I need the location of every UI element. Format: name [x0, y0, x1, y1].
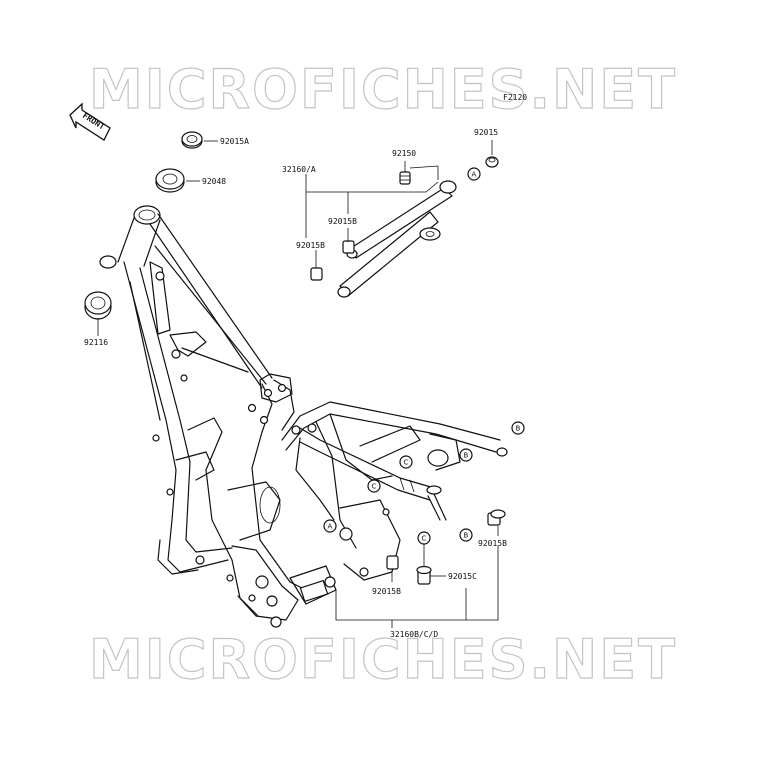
svg-text:B: B [464, 452, 469, 460]
svg-text:A: A [472, 171, 477, 179]
collar-92015B-lower[interactable] [310, 267, 323, 281]
label-92150: 92150 [392, 149, 416, 158]
front-arrow-icon: FRONT [69, 102, 111, 141]
ref-a-left: A [323, 519, 337, 533]
main-frame [99, 205, 337, 628]
label-32160A: 32160/A [282, 165, 316, 174]
diagram-code: F2120 [503, 93, 527, 102]
label-32160BCD: 32160B/C/D [390, 630, 438, 639]
label-92015: 92015 [474, 128, 498, 137]
label-92015B-right: 92015B [478, 539, 507, 548]
svg-text:A: A [328, 523, 333, 531]
label-92015A: 92015A [220, 137, 249, 146]
ref-c-middle: C [367, 479, 381, 493]
label-92116: 92116 [84, 338, 108, 347]
label-92015C: 92015C [448, 572, 477, 581]
ref-b-lower: B [459, 528, 473, 542]
bolt-92150[interactable] [399, 171, 411, 185]
collar-92015C[interactable] [416, 565, 432, 585]
svg-text:C: C [422, 535, 427, 543]
ref-b-mid: B [459, 448, 473, 462]
svg-text:C: C [404, 459, 409, 467]
svg-text:B: B [464, 532, 469, 540]
label-92015B-left: 92015B [296, 241, 325, 250]
watermark-top: MICROFICHES.NET [88, 57, 677, 121]
collar-92015B-center[interactable] [386, 555, 399, 570]
collar-92015B-upper[interactable] [342, 240, 355, 254]
label-92048: 92048 [202, 177, 226, 186]
watermark-bottom: MICROFICHES.NET [88, 627, 677, 691]
ref-b-far-right: B [511, 421, 525, 435]
ref-c-upper: C [399, 455, 413, 469]
label-92015B-upper: 92015B [328, 217, 357, 226]
ref-a-top: A [467, 167, 481, 181]
nut-92015[interactable] [485, 156, 499, 168]
svg-text:B: B [516, 425, 521, 433]
upper-brace-32160A[interactable] [337, 180, 457, 298]
seal-92048[interactable] [155, 168, 185, 193]
nut-92015A[interactable] [181, 131, 203, 149]
ref-c-lower: C [417, 531, 431, 545]
bearing-92116[interactable] [84, 291, 112, 320]
svg-text:C: C [372, 483, 377, 491]
label-92015B-center: 92015B [372, 587, 401, 596]
collar-92015B-right[interactable] [487, 509, 506, 526]
rear-subframe[interactable] [281, 401, 508, 581]
